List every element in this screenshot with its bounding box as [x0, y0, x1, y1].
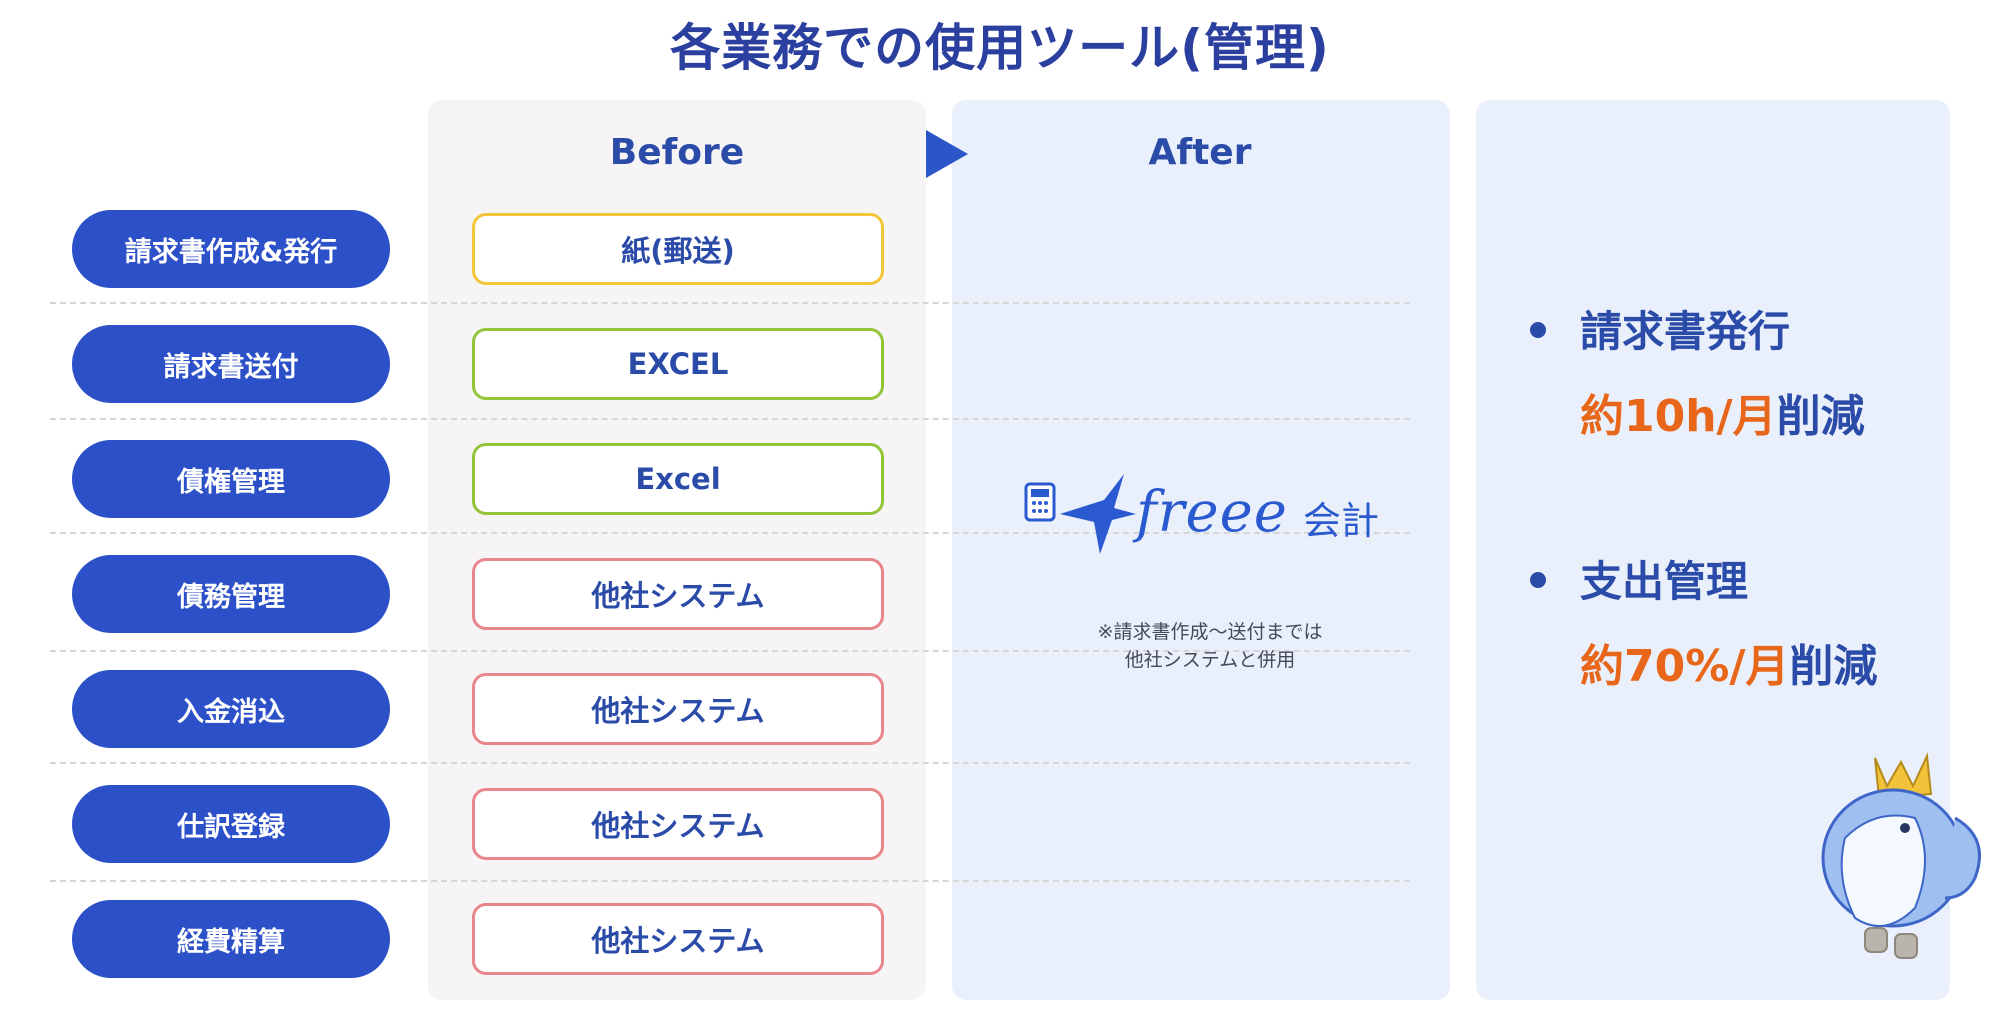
task-pill: 債権管理 [72, 440, 390, 518]
tool-box: EXCEL [472, 328, 884, 400]
result-reduction: 約70%/月削減 [1580, 641, 1878, 692]
tool-box: 紙(郵送) [472, 213, 884, 285]
row-divider [50, 880, 1410, 882]
result-reduction: 約10h/月削減 [1580, 391, 1865, 442]
tool-box: 他社システム [472, 673, 884, 745]
bird-logo-icon [1060, 474, 1136, 554]
result-label: 請求書発行 [1580, 307, 1791, 356]
result-label: 支出管理 [1580, 557, 1749, 606]
row-divider [50, 532, 1410, 534]
after-header: After [1148, 132, 1252, 173]
tool-box: 他社システム [472, 903, 884, 975]
row-divider [50, 302, 1410, 304]
freee-logo-suffix: 会計 [1303, 499, 1380, 543]
arrow-right-icon [926, 130, 968, 178]
task-pill: 入金消込 [72, 670, 390, 748]
task-pill: 請求書送付 [72, 325, 390, 403]
task-pill: 経費精算 [72, 900, 390, 978]
page-title: 各業務での使用ツール(管理) [670, 19, 1330, 77]
tool-box: Excel [472, 443, 884, 515]
freee-logo-text: freee [1136, 480, 1288, 545]
freee-logo [1024, 474, 1136, 554]
row-divider [50, 762, 1410, 764]
tool-box: 他社システム [472, 788, 884, 860]
row-divider [50, 418, 1410, 420]
row-divider [50, 650, 1410, 652]
tool-box: 他社システム [472, 558, 884, 630]
calculator-icon [1024, 482, 1056, 522]
mascot-whale-crown [1821, 752, 1981, 959]
task-pill: 債務管理 [72, 555, 390, 633]
after-panel [952, 100, 1450, 1000]
bullet-icon [1530, 572, 1546, 588]
after-note: ※請求書作成〜送付までは 他社システムと併用 [1097, 621, 1323, 671]
task-pill: 請求書作成&発行 [72, 210, 390, 288]
bullet-icon [1530, 322, 1546, 338]
task-pill: 仕訳登録 [72, 785, 390, 863]
before-header: Before [609, 132, 745, 173]
